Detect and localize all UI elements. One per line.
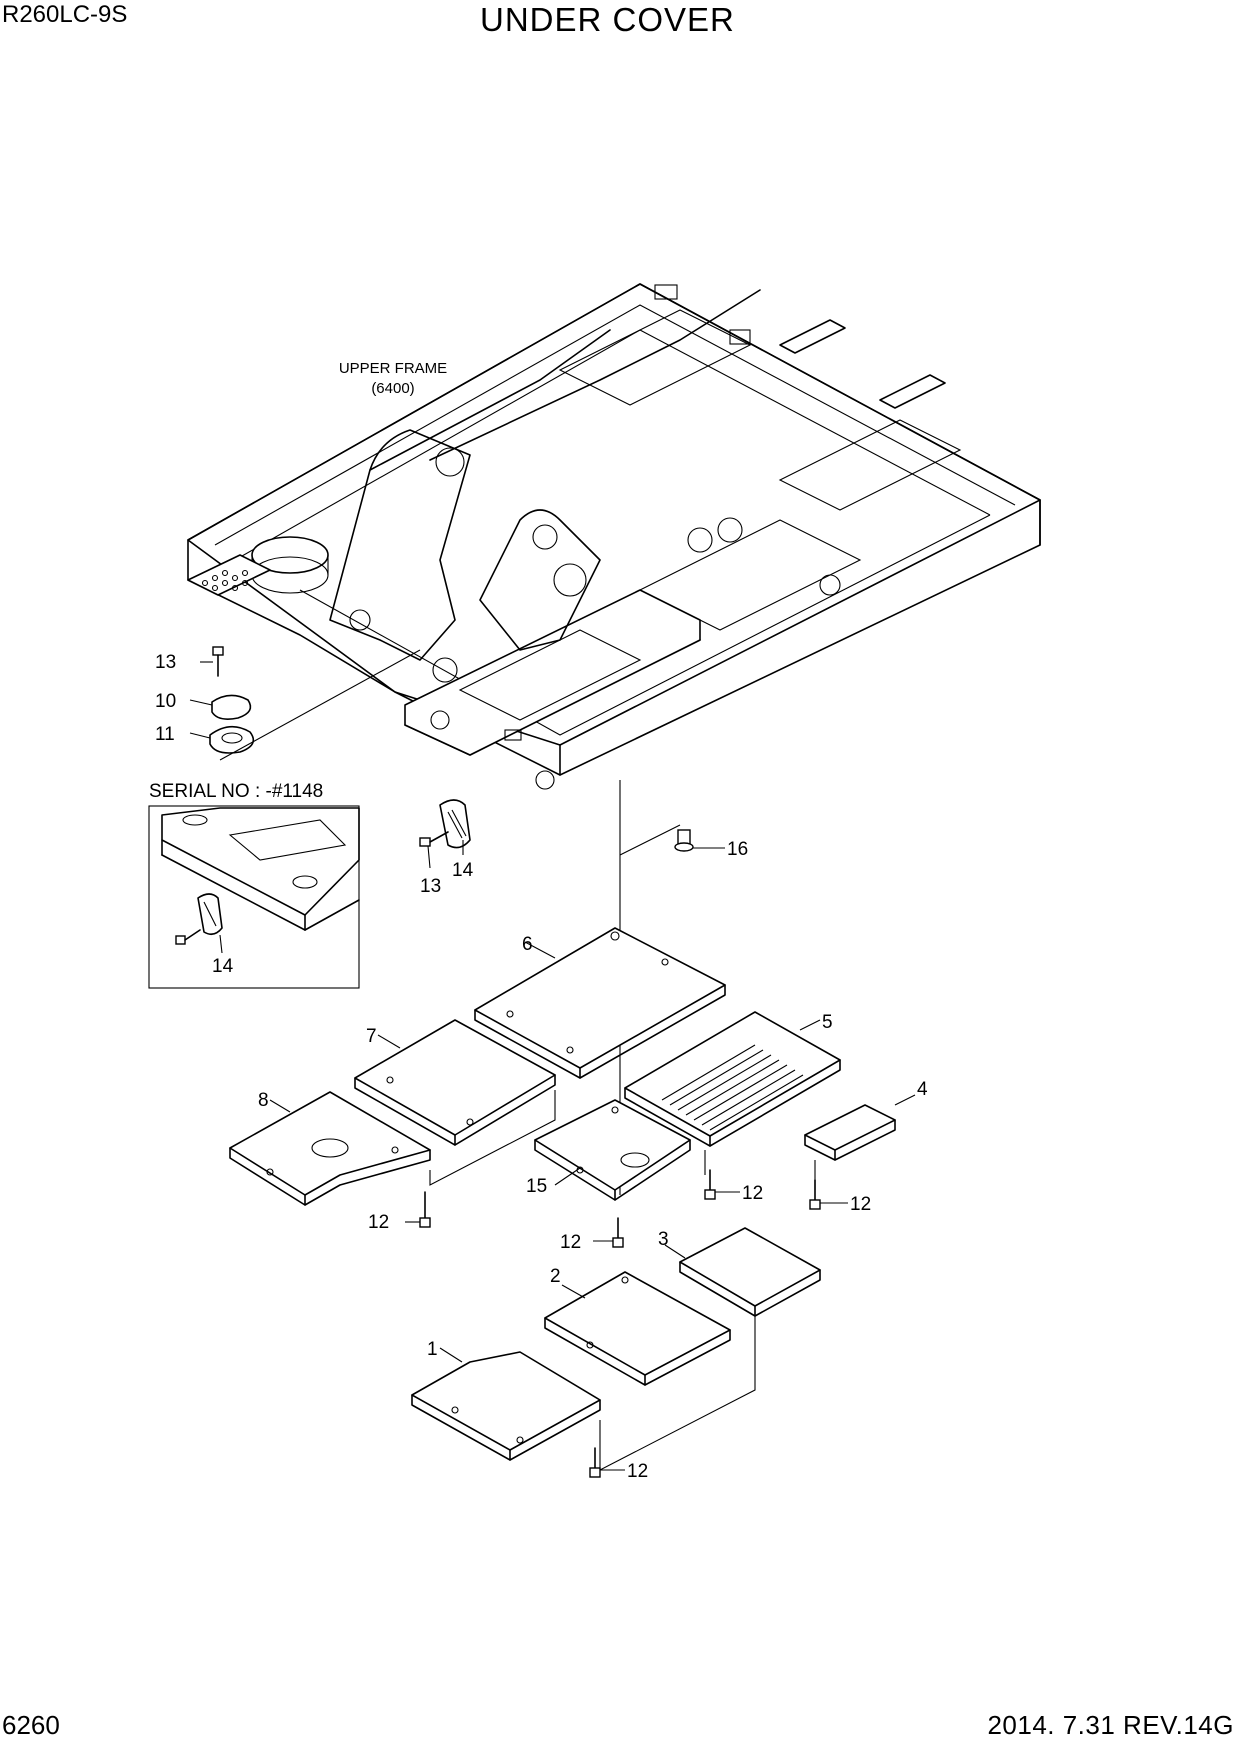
callout-12-a: 12 — [368, 1212, 389, 1233]
callout-5: 5 — [822, 1012, 833, 1033]
serial-inset-box — [148, 805, 360, 989]
callout-13: 13 — [155, 652, 176, 673]
bolt-12-a — [405, 1191, 431, 1228]
bolt-13-upper — [200, 646, 224, 677]
callout-7: 7 — [366, 1026, 377, 1047]
under-cover-1 — [411, 1347, 601, 1461]
under-cover-3 — [664, 1227, 821, 1317]
inset-title: SERIAL NO : -#1148 — [149, 781, 323, 802]
callout-12-b: 12 — [560, 1232, 581, 1253]
upper-frame-ref: (6400) — [371, 380, 414, 397]
callout-6: 6 — [522, 934, 533, 955]
bolt-12-e — [589, 1447, 625, 1478]
callout-3: 3 — [658, 1229, 669, 1250]
callout-14-front: 14 — [452, 860, 474, 881]
callout-14-inset: 14 — [212, 956, 234, 977]
plate-10 — [189, 694, 252, 720]
gasket-11 — [189, 725, 255, 754]
callout-4: 4 — [917, 1079, 928, 1100]
bolt-12-c — [704, 1169, 740, 1200]
bolt-12-b — [593, 1217, 624, 1248]
page-title: UNDER COVER — [480, 1, 735, 38]
under-cover-8 — [229, 1091, 431, 1206]
callout-16: 16 — [727, 839, 748, 860]
model-code: R260LC-9S — [2, 1, 128, 28]
bolt-12-d — [809, 1179, 848, 1210]
cover-plate-14 — [439, 799, 471, 849]
upper-frame-label: UPPER FRAME — [339, 360, 447, 377]
callout-12-d: 12 — [850, 1194, 871, 1215]
callout-15: 15 — [526, 1176, 547, 1197]
under-cover-4 — [804, 1094, 916, 1161]
clip-16 — [674, 829, 725, 852]
callout-2: 2 — [550, 1266, 561, 1287]
revision-date: 2014. 7.31 REV.14G — [987, 1710, 1234, 1740]
bolt-13-front — [419, 831, 449, 847]
callout-11: 11 — [155, 724, 175, 745]
page-number: 6260 — [2, 1710, 60, 1740]
upper-frame-drawing — [187, 283, 1041, 790]
under-cover-6 — [474, 927, 726, 1079]
under-cover-2 — [544, 1271, 731, 1386]
under-cover-5 — [624, 1011, 841, 1147]
under-cover-15 — [534, 1099, 691, 1201]
callout-12-c: 12 — [742, 1183, 763, 1204]
callout-12-e: 12 — [627, 1461, 648, 1482]
callout-8: 8 — [258, 1090, 269, 1111]
callout-13-front: 13 — [420, 876, 441, 897]
under-cover-7 — [354, 1019, 556, 1146]
callout-1: 1 — [427, 1339, 438, 1360]
callout-10: 10 — [155, 691, 176, 712]
